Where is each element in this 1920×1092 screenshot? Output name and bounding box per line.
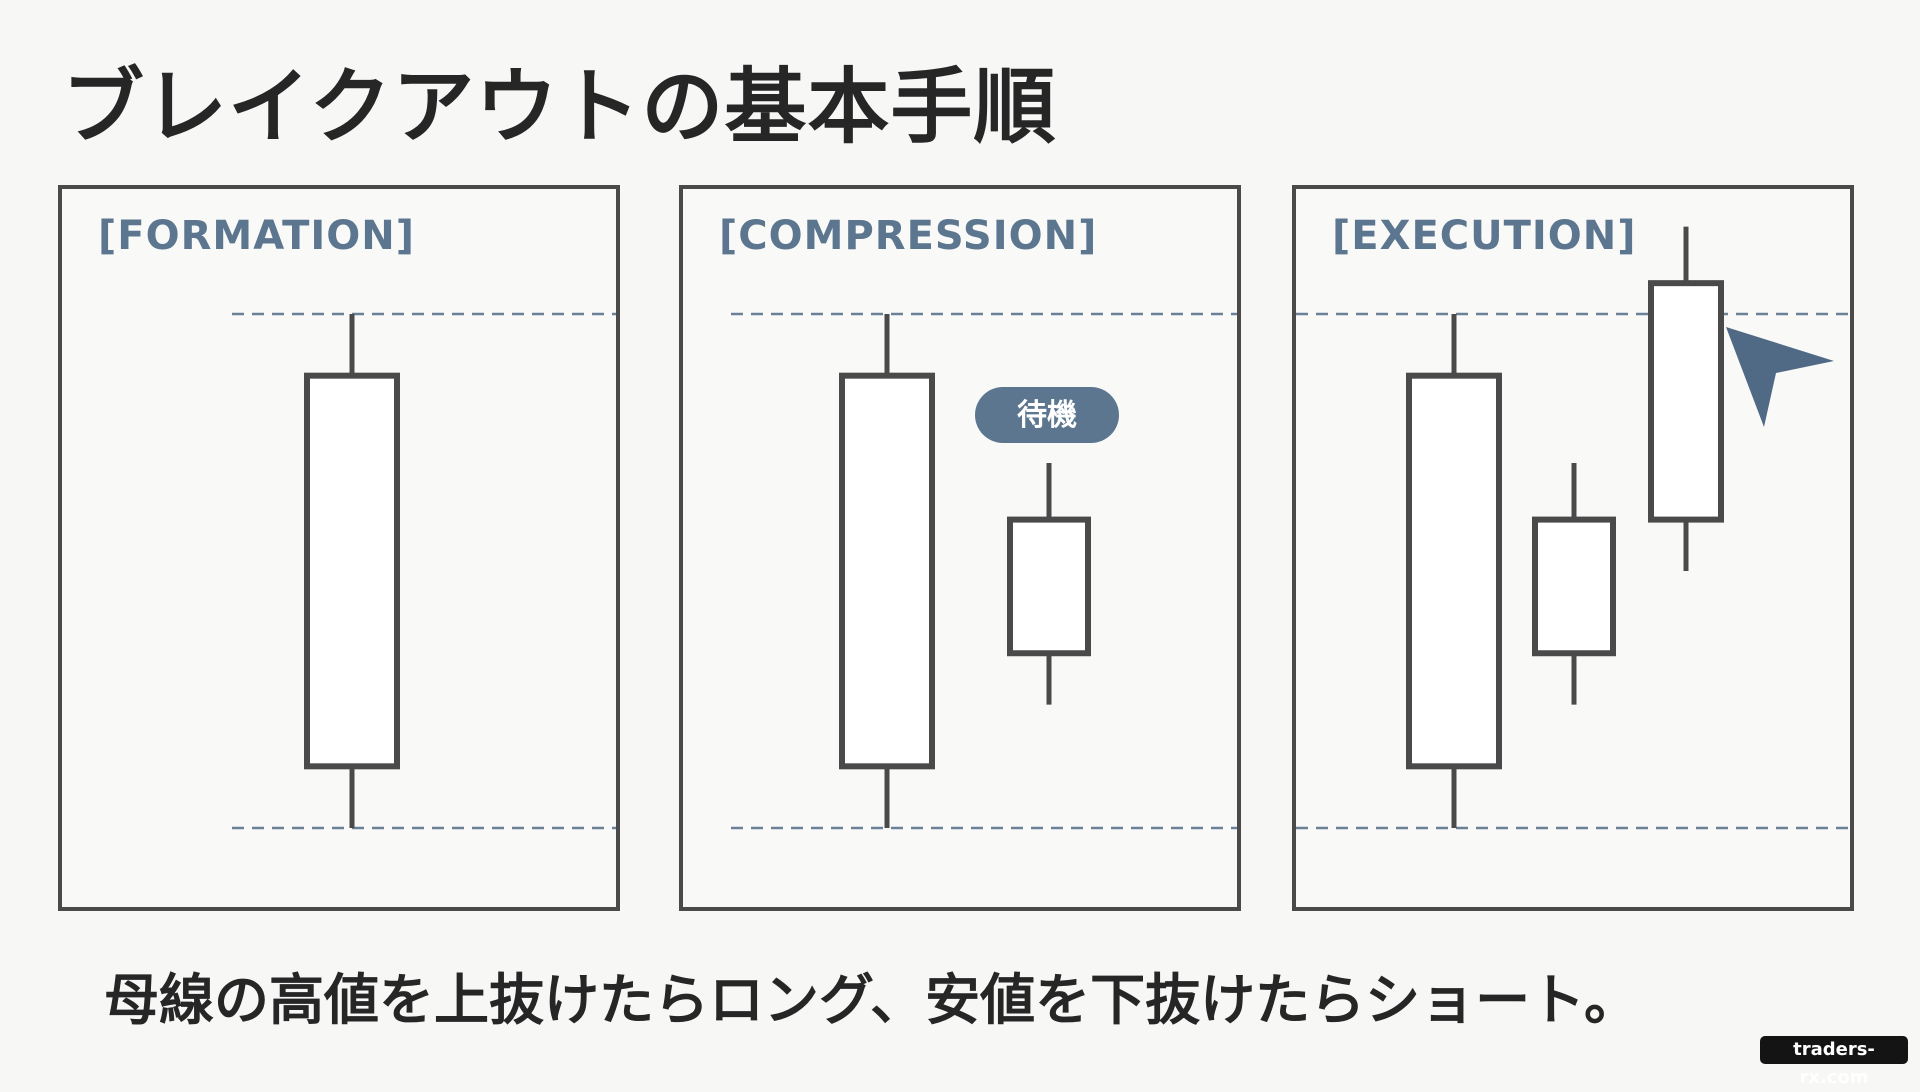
panel-formation: [FORMATION] — [58, 185, 620, 911]
candle-body — [1406, 372, 1502, 770]
page-title: ブレイクアウトの基本手順 — [62, 60, 1057, 155]
candle-body — [1007, 516, 1091, 657]
candle-body — [304, 372, 400, 770]
pointer-arrow-icon — [1726, 327, 1834, 427]
panel-compression: [COMPRESSION] 待機 — [679, 185, 1241, 911]
panel-chart — [1296, 226, 1850, 830]
panel-execution: [EXECUTION] — [1292, 185, 1854, 911]
candle-body — [839, 372, 935, 770]
panel-label: [COMPRESSION] — [719, 213, 1098, 259]
wait-badge: 待機 — [975, 387, 1119, 443]
watermark: traders-rx.com — [1760, 1036, 1908, 1088]
candlestick — [1406, 314, 1502, 828]
candlestick — [304, 314, 400, 828]
candlestick — [1648, 226, 1724, 571]
candlestick — [839, 314, 935, 828]
candle-body — [1532, 516, 1616, 657]
panel-label: [EXECUTION] — [1332, 213, 1637, 259]
panel-label: [FORMATION] — [98, 213, 415, 259]
panel-chart — [232, 312, 616, 830]
panel-chart: 待機 — [731, 312, 1237, 830]
candle-body — [1648, 280, 1724, 523]
candlestick — [1532, 463, 1616, 705]
caption: 母線の高値を上抜けたらロング、安値を下抜けたらショート。 — [104, 968, 1640, 1032]
candlestick — [1007, 463, 1091, 705]
wait-badge-label: 待機 — [1017, 398, 1077, 433]
